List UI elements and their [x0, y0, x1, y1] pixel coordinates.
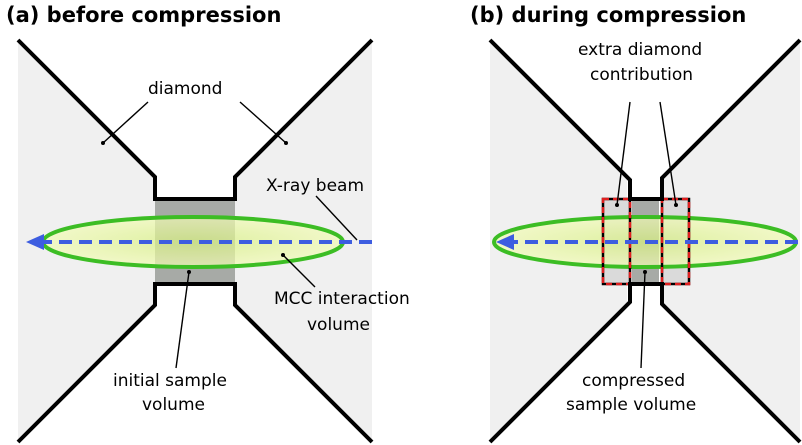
- panel-b-extra-label-line2: contribution: [590, 65, 693, 85]
- panel-a-diamond-edge-lower-left: [16, 284, 157, 444]
- panel-a-diamond-leader-left: [102, 101, 149, 144]
- panel-a-diamond-edge-upper-right: [233, 38, 374, 199]
- panel-a: (a) before compression diamond X-ray bea…: [6, 3, 410, 444]
- panel-b-sample-dot: [643, 270, 647, 274]
- panel-a-title: (a) before compression: [6, 3, 281, 27]
- panel-a-beam-leader: [315, 195, 358, 241]
- panel-b-diamond-edge-lower-left: [488, 284, 632, 444]
- panel-a-diamond-leader-right: [239, 101, 287, 144]
- panel-b-extra-box-left-dash: [601, 197, 632, 286]
- panel-a-mcc-label-line1: MCC interaction: [274, 289, 410, 309]
- panel-b-beam-arrowhead: [496, 234, 514, 250]
- panel-b-extra-leader-left: [616, 101, 631, 206]
- panel-a-diamond-edge-upper-left: [16, 38, 157, 199]
- panel-a-sample-dot: [187, 270, 191, 274]
- panel-a-sample-leader: [175, 271, 190, 369]
- panel-b-extra-leader-right: [659, 101, 677, 206]
- panel-a-sample-label-line2: volume: [142, 395, 205, 415]
- panel-a-diamond-dot-left: [101, 141, 105, 145]
- panel-b-diamond-edge-upper-left: [488, 38, 632, 199]
- panel-b-diamond-edge-upper-right: [660, 38, 802, 199]
- panel-a-diamond-edge-lower-right: [233, 284, 374, 444]
- panel-a-mcc-leader: [282, 254, 316, 288]
- panel-a-diamond-label: diamond: [148, 79, 222, 99]
- panel-b-sample-leader: [640, 271, 646, 369]
- panel-b-extra-dot-right: [674, 203, 678, 207]
- panel-a-mcc-dot: [281, 253, 285, 257]
- panel-a-beam-arrowhead: [26, 234, 44, 250]
- panel-a-beam-label: X-ray beam: [266, 176, 364, 196]
- panel-b-extra-dot-left: [615, 203, 619, 207]
- panel-b-diamond-edge-lower-right: [660, 284, 802, 444]
- panel-a-sample-label-line1: initial sample: [113, 371, 227, 391]
- panel-b: (b) during compression extra diamond con…: [470, 3, 802, 444]
- panel-b-sample-label-line1: compressed: [582, 371, 685, 391]
- panel-b-extra-label-line1: extra diamond: [578, 40, 702, 60]
- panel-b-sample-label-line2: sample volume: [566, 395, 696, 415]
- panel-b-title: (b) during compression: [470, 3, 746, 27]
- panel-a-mcc-label-line2: volume: [307, 315, 370, 335]
- panel-a-diamond-dot-right: [284, 141, 288, 145]
